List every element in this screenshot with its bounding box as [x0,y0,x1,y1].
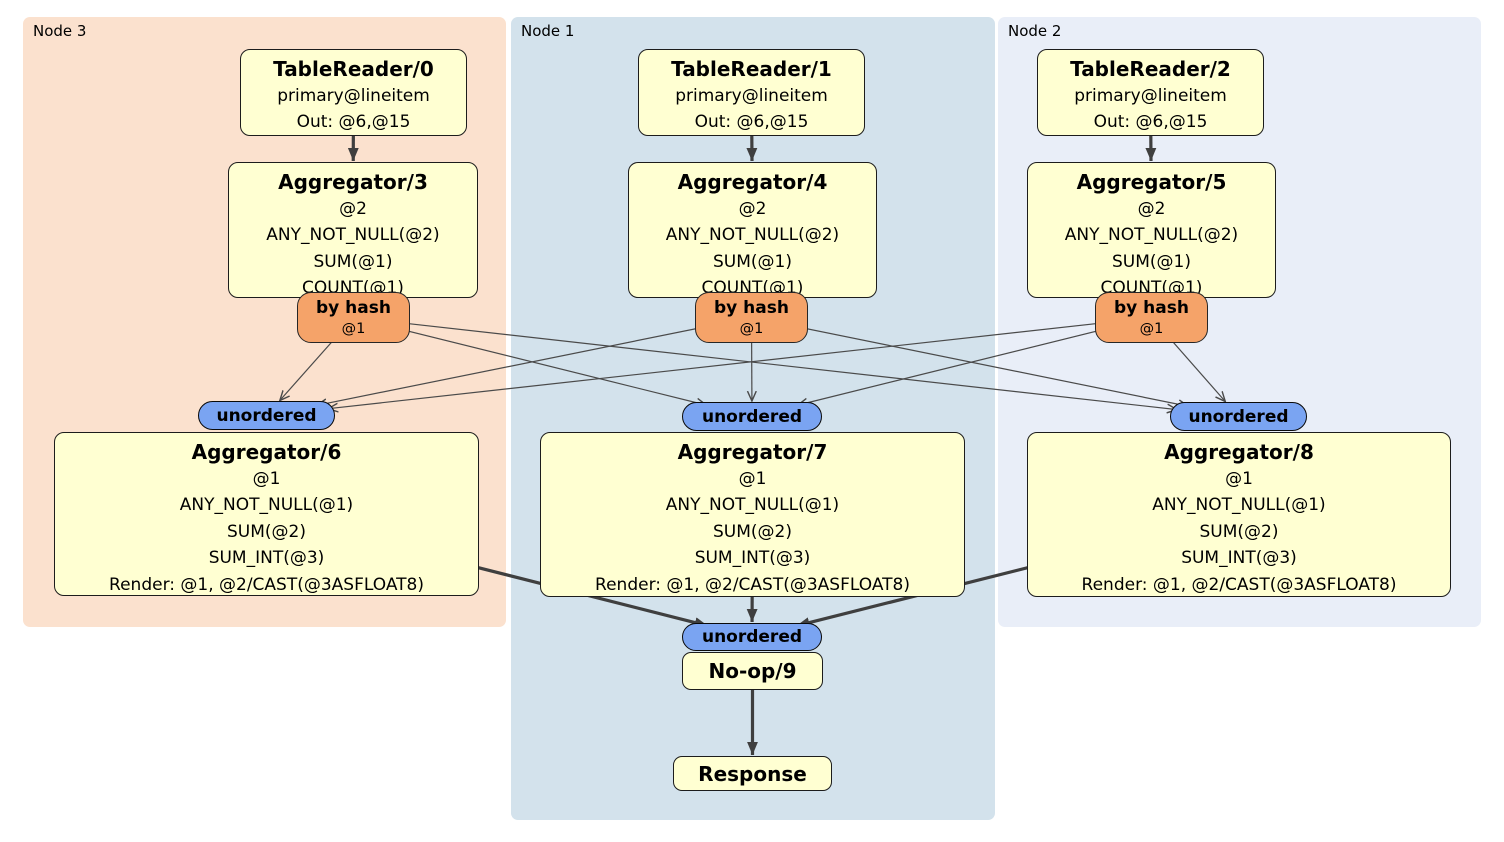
processor-aggregator-8: Aggregator/8 @1 ANY_NOT_NULL(@1) SUM(@2)… [1027,432,1451,597]
node-group-2-label: Node 2 [1008,22,1062,40]
processor-title: No-op/9 [708,659,797,683]
processor-detail: primary@lineitem [277,86,430,106]
router-by-hash-4: by hash @1 [695,292,808,343]
processor-aggregator-7: Aggregator/7 @1 ANY_NOT_NULL(@1) SUM(@2)… [540,432,965,597]
processor-tablereader-2: TableReader/2 primary@lineitem Out: @6,@… [1037,49,1264,136]
router-title: by hash [714,298,789,318]
sync-unordered-final: unordered [682,623,822,651]
processor-detail: Out: @6,@15 [296,112,411,133]
processor-title: Aggregator/5 [1076,170,1227,194]
processor-aggregator-3: Aggregator/3 @2 ANY_NOT_NULL(@2) SUM(@1)… [228,162,478,298]
processor-detail: SUM(@1) [313,251,393,272]
processor-title: TableReader/1 [671,57,832,81]
processor-detail: @2 [339,199,367,219]
processor-detail: @1 [1225,469,1253,489]
router-detail: @1 [1139,321,1164,337]
router-by-hash-3: by hash @1 [297,292,410,343]
processor-title: Response [698,761,807,786]
processor-detail: SUM(@1) [1112,251,1191,272]
processor-tablereader-1: TableReader/1 primary@lineitem Out: @6,@… [638,49,865,136]
processor-detail: SUM_INT(@3) [1181,548,1297,569]
processor-response: Response [673,756,832,791]
processor-detail: Render: @1, @2/CAST(@3ASFLOAT8) [1081,574,1397,595]
router-by-hash-5: by hash @1 [1095,292,1208,343]
processor-detail: SUM(@2) [713,521,792,542]
processor-title: TableReader/0 [273,57,434,81]
processor-title: Aggregator/4 [677,170,828,194]
processor-aggregator-4: Aggregator/4 @2 ANY_NOT_NULL(@2) SUM(@1)… [628,162,877,298]
node-group-3-label: Node 3 [33,22,87,40]
sync-label: unordered [701,627,803,647]
router-title: by hash [316,298,391,318]
processor-title: Aggregator/8 [1164,440,1314,464]
node-group-1-label: Node 1 [521,22,575,40]
processor-detail: @1 [252,469,281,489]
processor-title: Aggregator/3 [278,170,428,194]
processor-title: TableReader/2 [1070,57,1231,81]
processor-noop-9: No-op/9 [682,652,823,690]
sync-unordered-8: unordered [1170,402,1307,431]
processor-detail: ANY_NOT_NULL(@2) [665,225,840,246]
processor-detail: @2 [1137,199,1166,219]
processor-detail: @2 [738,199,767,219]
processor-detail: ANY_NOT_NULL(@2) [1064,225,1239,246]
processor-detail: SUM(@1) [713,251,792,272]
sync-label: unordered [216,405,317,426]
sync-unordered-6: unordered [198,401,335,430]
sync-label: unordered [1188,406,1289,427]
processor-detail: ANY_NOT_NULL(@2) [266,225,440,246]
processor-detail: primary@lineitem [675,86,828,106]
processor-detail: Render: @1, @2/CAST(@3ASFLOAT8) [595,574,910,595]
processor-detail: @1 [738,469,767,489]
router-title: by hash [1114,298,1189,318]
processor-detail: ANY_NOT_NULL(@1) [665,495,840,516]
processor-title: Aggregator/7 [677,440,828,464]
processor-detail: Out: @6,@15 [694,112,809,133]
processor-detail: SUM_INT(@3) [208,548,325,569]
processor-detail: SUM(@2) [227,521,306,542]
processor-tablereader-0: TableReader/0 primary@lineitem Out: @6,@… [240,49,467,136]
processor-detail: ANY_NOT_NULL(@1) [179,495,354,516]
router-detail: @1 [341,321,366,337]
processor-title: Aggregator/6 [191,440,342,464]
router-detail: @1 [739,321,764,337]
processor-detail: SUM_INT(@3) [694,548,811,569]
sync-unordered-7: unordered [682,402,822,431]
processor-detail: SUM(@2) [1199,521,1279,542]
processor-detail: primary@lineitem [1074,86,1227,106]
processor-aggregator-6: Aggregator/6 @1 ANY_NOT_NULL(@1) SUM(@2)… [54,432,479,596]
processor-detail: Render: @1, @2/CAST(@3ASFLOAT8) [109,574,424,595]
processor-aggregator-5: Aggregator/5 @2 ANY_NOT_NULL(@2) SUM(@1)… [1027,162,1276,298]
processor-detail: Out: @6,@15 [1093,112,1208,133]
processor-detail: ANY_NOT_NULL(@1) [1152,495,1326,516]
sync-label: unordered [701,406,803,427]
